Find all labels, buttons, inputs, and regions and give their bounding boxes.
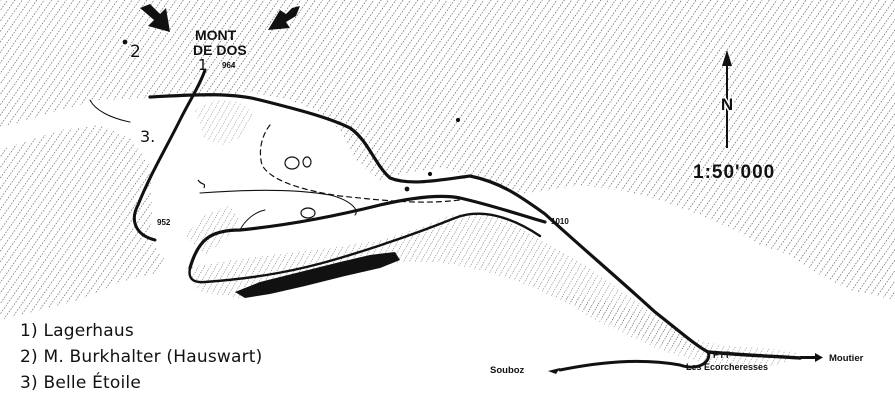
pond-1 xyxy=(284,156,300,170)
legend-item-lagerhaus: 1) Lagerhaus xyxy=(20,321,134,341)
path-thin-d xyxy=(89,99,131,123)
label-elev-964: 964 xyxy=(222,61,236,70)
path-dashed-a xyxy=(259,124,461,203)
north-arrow-icon: N xyxy=(719,50,735,148)
arrow-pointer-icon xyxy=(140,4,170,32)
label-les-ecorcheresses: Les Ecorcheresses xyxy=(686,362,768,372)
direction-arrows xyxy=(140,4,823,374)
forest-areas xyxy=(0,0,895,368)
paths xyxy=(89,99,461,231)
dot-4 xyxy=(455,117,461,123)
label-moutier: Moutier xyxy=(829,353,864,364)
label-mont: MONT xyxy=(195,27,237,43)
cliff-band xyxy=(235,252,400,298)
road-to-souboz xyxy=(558,350,711,372)
dot-2 xyxy=(427,171,433,177)
road-main-north xyxy=(148,93,710,354)
arrow-to-souboz xyxy=(548,368,560,374)
arrow-pointer-icon xyxy=(268,6,300,30)
forest-north-slope xyxy=(175,0,895,300)
label-souboz: Souboz xyxy=(490,365,525,376)
forest-west-lower xyxy=(0,125,165,320)
pond-3 xyxy=(300,207,316,219)
label-ptt: PTT xyxy=(713,350,731,360)
roads xyxy=(132,68,802,372)
path-thin-b xyxy=(199,189,357,216)
arrow-to-moutier xyxy=(800,353,823,362)
road-to-moutier xyxy=(706,350,802,360)
forest-central-patch xyxy=(195,100,255,145)
forest-west-upper xyxy=(0,0,195,128)
path-thin-c xyxy=(239,209,266,231)
label-elev-952: 952 xyxy=(157,218,171,227)
legend-item-belle-etoile: 3) Belle Étoile xyxy=(20,373,141,393)
road-mont-de-dos xyxy=(132,68,207,242)
forest-mid-patch xyxy=(185,205,240,255)
road-valley xyxy=(188,194,547,270)
marker-2: 2 xyxy=(130,42,141,62)
label-elev-1010: 1010 xyxy=(551,217,569,226)
place-labels: MONT DE DOS 1 964 2 3. 952 1010 PTT Les … xyxy=(130,27,864,376)
dot-1 xyxy=(404,186,410,192)
marker-1: 1 xyxy=(198,56,208,74)
map-legend: 1) Lagerhaus 2) M. Burkhalter (Hauswart)… xyxy=(20,318,263,396)
marker-3: 3. xyxy=(140,127,155,146)
label-de-dos: DE DOS xyxy=(193,42,247,58)
feature-squiggle xyxy=(197,179,206,189)
road-loop-south xyxy=(188,212,542,284)
dot-3 xyxy=(122,39,128,45)
legend-item-burkhalter: 2) M. Burkhalter (Hauswart) xyxy=(20,347,263,367)
map-features xyxy=(122,39,461,219)
pond-2 xyxy=(302,156,312,168)
north-label: N xyxy=(721,95,733,114)
map-scale: 1:50'000 xyxy=(693,162,776,183)
